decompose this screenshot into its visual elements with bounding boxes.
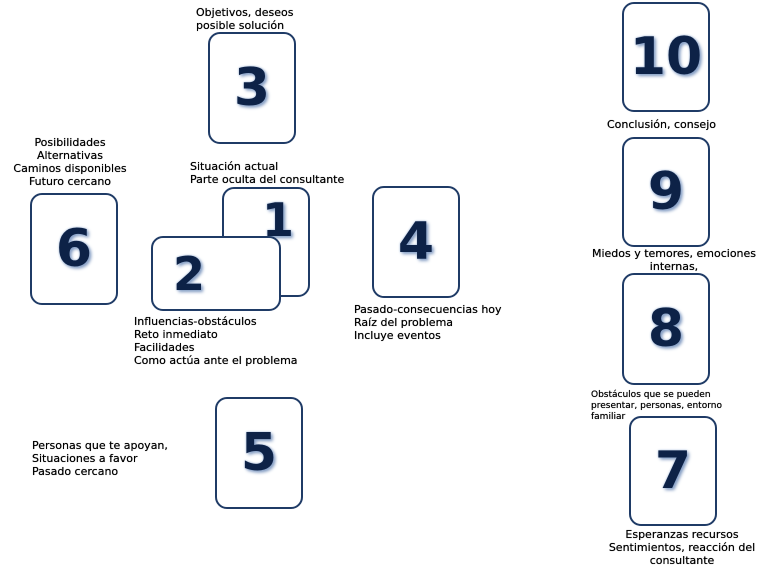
card-9: 9 bbox=[622, 137, 710, 247]
card-number: 1 bbox=[261, 193, 294, 247]
card-7: 7 bbox=[629, 416, 717, 526]
label-card-10: Conclusión, consejo bbox=[607, 118, 716, 131]
label-card-3: Objetivos, deseos posible solución bbox=[196, 6, 294, 32]
label-card-6: Posibilidades Alternativas Caminos dispo… bbox=[13, 136, 127, 188]
card-10: 10 bbox=[622, 2, 710, 112]
card-number: 8 bbox=[647, 299, 685, 359]
card-number: 4 bbox=[397, 212, 435, 272]
label-card-4: Pasado-consecuencias hoy Raíz del proble… bbox=[354, 303, 502, 342]
card-number: 5 bbox=[240, 423, 278, 483]
card-number: 3 bbox=[233, 58, 271, 118]
label-card-9: Miedos y temores, emociones internas, bbox=[591, 247, 757, 273]
card-number: 6 bbox=[55, 219, 93, 279]
label-card-1: Situación actual Parte oculta del consul… bbox=[190, 160, 345, 186]
card-number: 10 bbox=[629, 27, 703, 87]
card-number: 7 bbox=[654, 441, 692, 501]
card-8: 8 bbox=[622, 273, 710, 385]
label-card-8: Obstáculos que se pueden presentar, pers… bbox=[591, 390, 722, 422]
card-number: 2 bbox=[173, 246, 206, 301]
card-2: 2 bbox=[151, 236, 281, 311]
card-number: 9 bbox=[647, 162, 685, 222]
card-3: 3 bbox=[208, 32, 296, 144]
card-4: 4 bbox=[372, 186, 460, 298]
card-6: 6 bbox=[30, 193, 118, 305]
label-card-2: Influencias-obstáculos Reto inmediato Fa… bbox=[134, 315, 298, 367]
label-card-5: Personas que te apoyan, Situaciones a fa… bbox=[32, 439, 168, 478]
card-5: 5 bbox=[215, 397, 303, 509]
label-card-7: Esperanzas recursos Sentimientos, reacci… bbox=[608, 528, 756, 567]
